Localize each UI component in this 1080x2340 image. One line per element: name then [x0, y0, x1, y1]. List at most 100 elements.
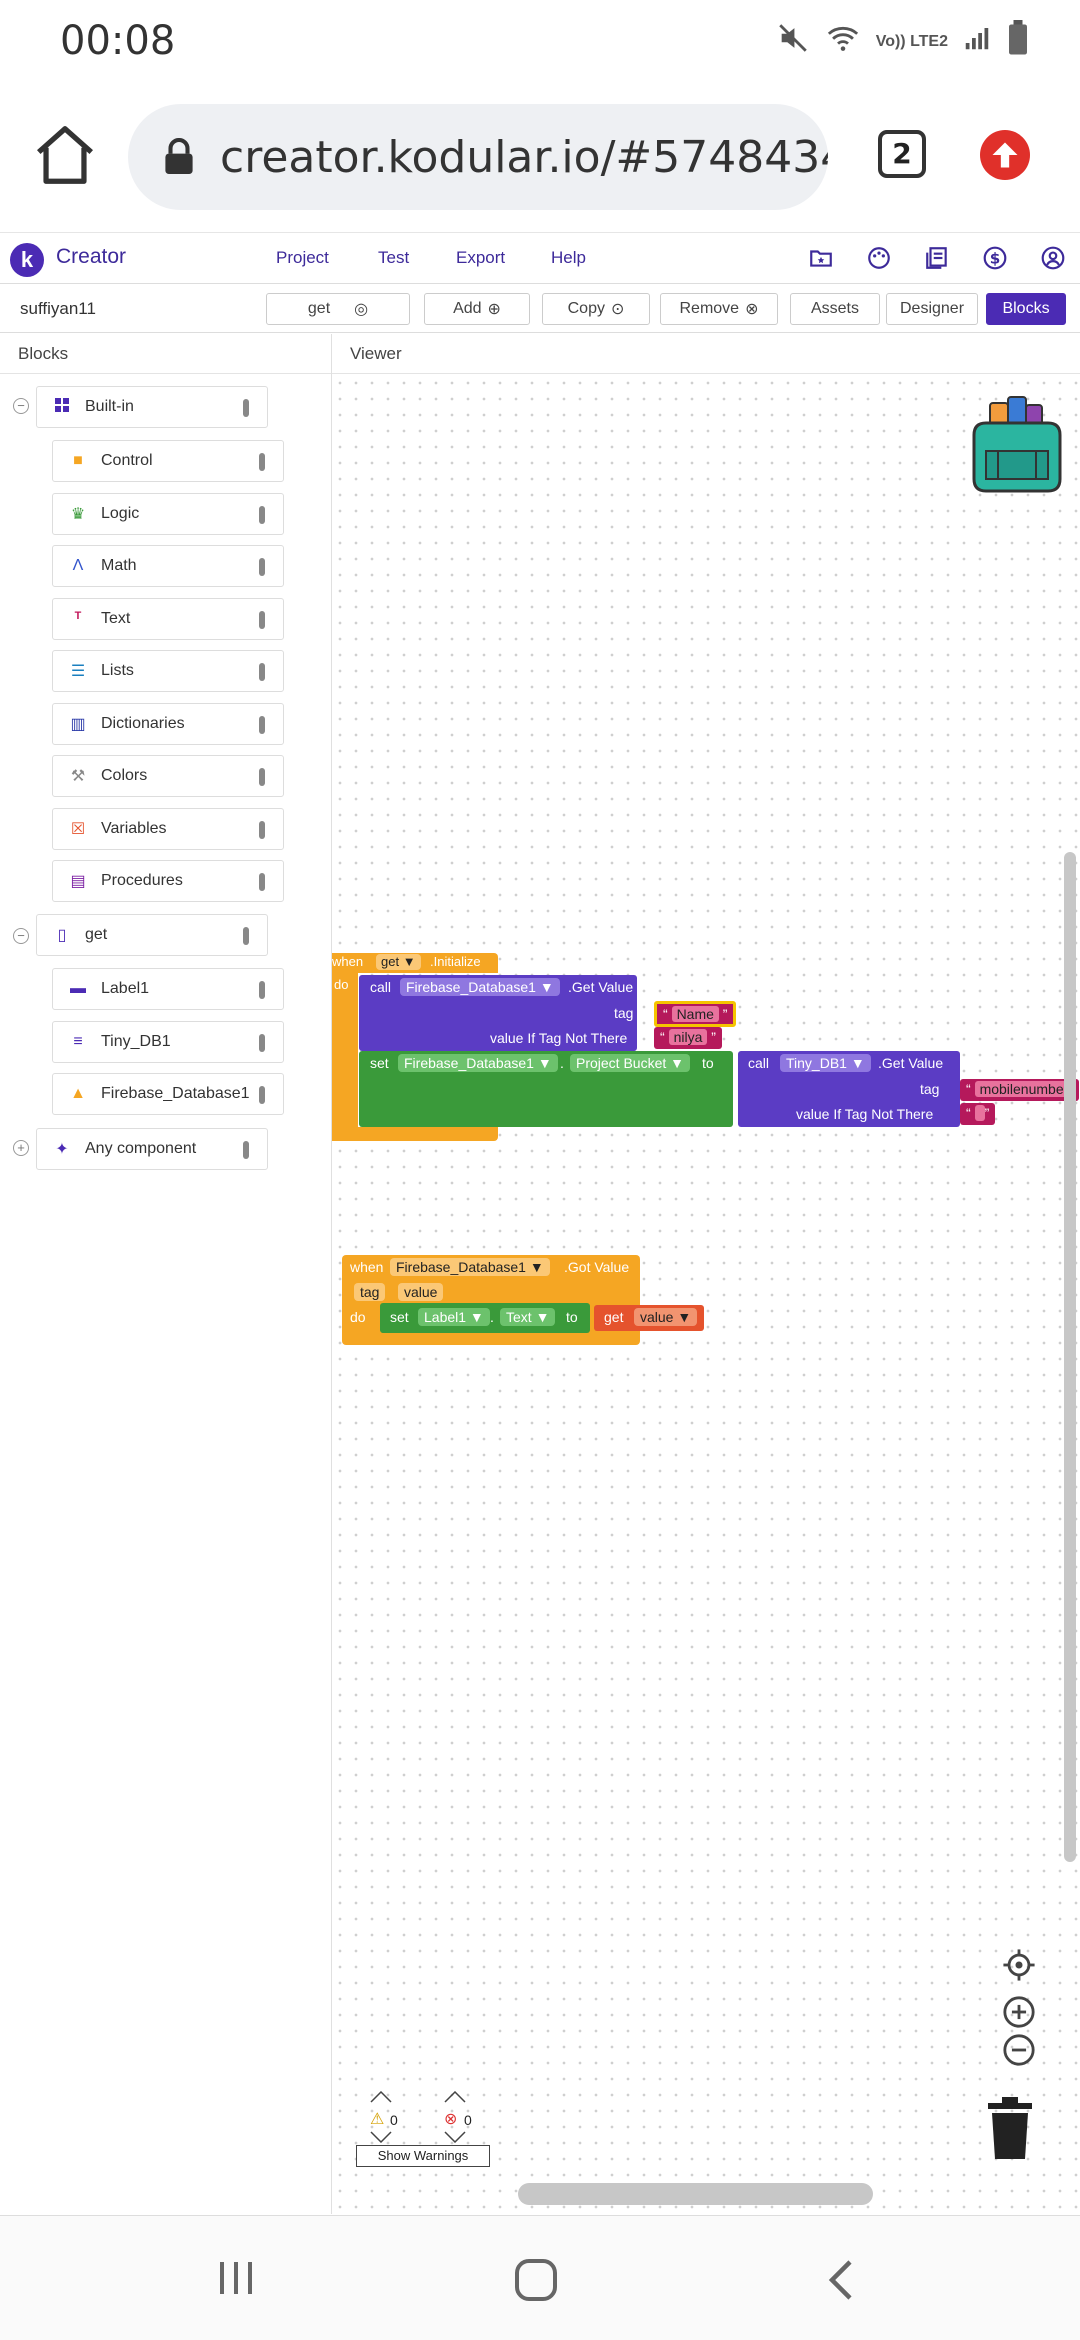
drag-handle-icon[interactable]: [243, 399, 249, 417]
dollar-icon[interactable]: $: [982, 245, 1008, 271]
menu-test[interactable]: Test: [378, 248, 410, 267]
drag-handle-icon[interactable]: [259, 506, 265, 524]
vertical-scrollbar[interactable]: [1064, 852, 1076, 1862]
warning-next-icon[interactable]: [370, 2131, 392, 2143]
screen-select[interactable]: get ◎: [266, 293, 410, 325]
remove-screen-button[interactable]: Remove ⊗: [660, 293, 778, 325]
recenter-icon[interactable]: [1002, 1948, 1036, 1987]
tree-component-tinydb1[interactable]: ≡ Tiny_DB1: [52, 1021, 284, 1063]
account-icon[interactable]: [1040, 245, 1066, 271]
variable-dropdown[interactable]: value ▼: [634, 1308, 698, 1326]
tree-item-label: Lists: [101, 662, 134, 679]
tree-item-colors[interactable]: ⚒ Colors: [52, 755, 284, 797]
string-block-name[interactable]: “ Name ”: [654, 1001, 737, 1027]
horizontal-scrollbar[interactable]: [518, 2183, 873, 2205]
set-component-dropdown[interactable]: Firebase_Database1 ▼: [398, 1054, 558, 1072]
tree-item-math[interactable]: Λ Math: [52, 545, 284, 587]
docs-icon[interactable]: [924, 245, 950, 271]
show-warnings-button[interactable]: Show Warnings: [356, 2145, 490, 2167]
tree-item-variables[interactable]: ☒ Variables: [52, 808, 284, 850]
get-label: get: [604, 1309, 624, 1325]
palette-icon[interactable]: [866, 245, 892, 271]
error-prev-icon[interactable]: [444, 2091, 466, 2103]
menu-export[interactable]: Export: [456, 248, 506, 267]
tree-component-label1[interactable]: ▬ Label1: [52, 968, 284, 1010]
zoom-in-icon[interactable]: [1002, 1995, 1036, 2034]
drag-handle-icon[interactable]: [259, 611, 265, 629]
firebase-dropdown[interactable]: Firebase_Database1 ▼: [400, 978, 560, 996]
assets-button[interactable]: Assets: [790, 293, 880, 325]
param-value[interactable]: value: [398, 1283, 444, 1301]
menu-help[interactable]: Help: [551, 248, 586, 267]
recent-apps-icon[interactable]: [214, 2256, 258, 2305]
update-icon[interactable]: [980, 130, 1030, 180]
home-nav-icon[interactable]: [512, 2256, 560, 2309]
tree-item-control[interactable]: ■ Control: [52, 440, 284, 482]
drag-handle-icon[interactable]: [259, 1034, 265, 1052]
tree-item-lists[interactable]: ☰ Lists: [52, 650, 284, 692]
address-bar[interactable]: creator.kodular.io/#5748434: [128, 104, 828, 210]
tinydb-dropdown[interactable]: Tiny_DB1 ▼: [780, 1054, 871, 1072]
backpack-icon[interactable]: [964, 395, 1068, 502]
screen-dropdown[interactable]: get ▼: [376, 954, 421, 970]
text-property-dropdown[interactable]: Text ▼: [500, 1308, 556, 1326]
add-screen-button[interactable]: Add ⊕: [424, 293, 530, 325]
property-dropdown[interactable]: Project Bucket ▼: [570, 1054, 691, 1072]
sparkle-icon: ✦: [55, 1141, 69, 1158]
collapse-screen-icon[interactable]: −: [13, 928, 29, 944]
drag-handle-icon[interactable]: [259, 873, 265, 891]
tree-any-component[interactable]: ✦ Any component: [36, 1128, 268, 1170]
drag-handle-icon[interactable]: [243, 1141, 249, 1159]
copy-screen-button[interactable]: Copy ⊙: [542, 293, 650, 325]
firebase-icon: ▲: [70, 1085, 86, 1102]
back-icon[interactable]: [822, 2256, 862, 2309]
zoom-out-icon[interactable]: [1002, 2033, 1036, 2072]
projects-folder-icon[interactable]: [808, 245, 834, 271]
drag-handle-icon[interactable]: [259, 558, 265, 576]
error-next-icon[interactable]: [444, 2131, 466, 2143]
drag-handle-icon[interactable]: [259, 768, 265, 786]
drag-handle-icon[interactable]: [259, 716, 265, 734]
drag-handle-icon[interactable]: [243, 927, 249, 945]
string-value: Name: [671, 1006, 719, 1022]
menu-project[interactable]: Project: [276, 248, 329, 267]
tree-builtin[interactable]: Built-in: [36, 386, 268, 428]
label-dropdown[interactable]: Label1 ▼: [418, 1308, 490, 1326]
tree-item-logic[interactable]: ♛ Logic: [52, 493, 284, 535]
drag-handle-icon[interactable]: [259, 821, 265, 839]
designer-button[interactable]: Designer: [886, 293, 978, 325]
expand-any-component-icon[interactable]: +: [13, 1140, 29, 1156]
blocks-button[interactable]: Blocks: [986, 293, 1066, 325]
tree-item-dictionaries[interactable]: ▥ Dictionaries: [52, 703, 284, 745]
drag-handle-icon[interactable]: [259, 1086, 265, 1104]
home-icon[interactable]: [30, 120, 100, 190]
tree-component-firebase[interactable]: ▲ Firebase_Database1: [52, 1073, 284, 1115]
call-label: call: [748, 1055, 770, 1071]
collapse-builtin-icon[interactable]: −: [13, 398, 29, 414]
string-block-nilya[interactable]: “ nilya ”: [654, 1027, 722, 1049]
tree-screen[interactable]: ▯ get: [36, 914, 268, 956]
tree-item-procedures[interactable]: ▤ Procedures: [52, 860, 284, 902]
string-block-mobilenumber[interactable]: “ mobilenumber: [960, 1079, 1080, 1101]
initialize-label: .Initialize: [430, 954, 481, 969]
drag-handle-icon[interactable]: [259, 981, 265, 999]
tree-item-label: Math: [101, 557, 137, 574]
string-value: [974, 1105, 985, 1121]
tree-item-text[interactable]: ᵀ Text: [52, 598, 284, 640]
tab-switcher-button[interactable]: 2: [878, 130, 926, 178]
warning-prev-icon[interactable]: [370, 2091, 392, 2103]
component-dropdown-label: Firebase_Database1: [396, 1259, 526, 1275]
control-icon: ■: [73, 452, 83, 469]
drag-handle-icon[interactable]: [259, 663, 265, 681]
got-value-label: .Got Value: [564, 1259, 630, 1275]
get-value-label: .Get Value: [878, 1055, 944, 1071]
trash-icon[interactable]: [984, 2097, 1036, 2166]
blocks-workspace[interactable]: when get ▼ .Initialize do call Firebase_…: [332, 375, 1080, 2215]
app-name: Creator: [56, 245, 127, 268]
component-dropdown[interactable]: Firebase_Database1 ▼: [390, 1258, 550, 1276]
drag-handle-icon[interactable]: [259, 453, 265, 471]
get-value-label: .Get Value: [568, 979, 634, 995]
string-block-empty[interactable]: “ ”: [960, 1103, 996, 1125]
param-tag[interactable]: tag: [354, 1283, 386, 1301]
app-header: k Creator Project Test Export Help $: [0, 232, 1080, 284]
